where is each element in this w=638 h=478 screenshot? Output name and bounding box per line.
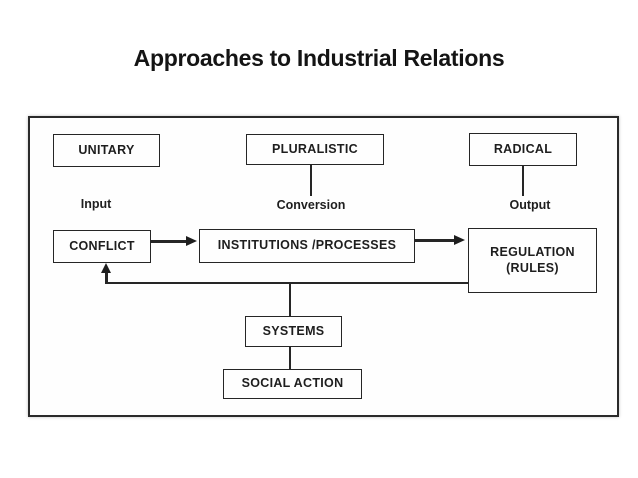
connector-feedback-to-systems (289, 284, 291, 316)
arrowhead-feedback-to-conflict (101, 263, 111, 273)
box-pluralistic: PLURALISTIC (246, 134, 384, 165)
box-conflict-label: CONFLICT (69, 238, 135, 253)
regulation-line2: (RULES) (506, 260, 559, 275)
stage-label-output: Output (509, 198, 551, 212)
feedback-line-regulation-to-conflict (105, 282, 468, 284)
slide-title: Approaches to Industrial Relations (133, 45, 505, 71)
arrowhead-conflict-to-institutions (186, 236, 197, 246)
stage-label-input: Input (80, 197, 112, 211)
box-radical-label: RADICAL (493, 141, 553, 156)
box-social-action: SOCIAL ACTION (223, 369, 362, 399)
connector-radical-output (522, 166, 524, 196)
box-institutions-processes: INSTITUTIONS /PROCESSES (199, 229, 415, 263)
arrow-conflict-to-institutions (151, 240, 189, 243)
stage-label-conversion: Conversion (276, 198, 346, 212)
box-conflict: CONFLICT (53, 230, 151, 263)
box-systems-label: SYSTEMS (262, 323, 325, 338)
connector-systems-to-social-action (289, 347, 291, 369)
arrowhead-institutions-to-regulation (454, 235, 465, 245)
box-social-action-label: SOCIAL ACTION (241, 376, 344, 391)
box-regulation-rules-label: REGULATION (RULES) (490, 245, 575, 276)
box-pluralistic-label: PLURALISTIC (272, 141, 358, 156)
connector-pluralistic-conversion (310, 165, 312, 196)
box-radical: RADICAL (469, 133, 577, 166)
arrow-institutions-to-regulation (415, 239, 457, 242)
box-unitary: UNITARY (53, 134, 160, 167)
box-unitary-label: UNITARY (78, 142, 135, 157)
box-institutions-processes-label: INSTITUTIONS /PROCESSES (217, 238, 397, 253)
box-regulation-rules: REGULATION (RULES) (468, 228, 597, 293)
feedback-stem-to-conflict (105, 272, 108, 284)
regulation-line1: REGULATION (490, 244, 575, 259)
box-systems: SYSTEMS (245, 316, 342, 347)
